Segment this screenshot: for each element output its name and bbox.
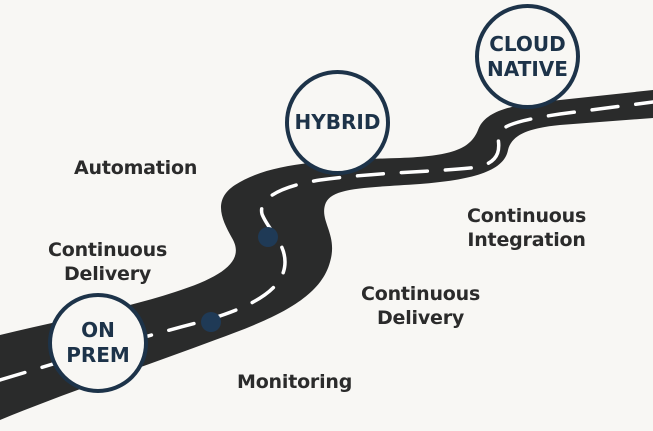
milestone-on-prem: ON PREM — [48, 293, 148, 393]
milestone-cloud-native: CLOUD NATIVE — [475, 4, 580, 109]
milestone-label: PREM — [66, 343, 130, 367]
milestone-hybrid: HYBRID — [285, 70, 390, 175]
label-continuous-delivery-right: Continuous Delivery — [361, 283, 481, 329]
milestone-label: HYBRID — [294, 110, 381, 134]
label-monitoring: Monitoring — [237, 371, 353, 393]
marker-dot — [201, 312, 221, 332]
label-continuous-delivery-left: Continuous Delivery — [48, 239, 168, 285]
road — [0, 90, 653, 420]
milestone-label: ON — [81, 318, 115, 342]
milestone-label: NATIVE — [487, 56, 568, 81]
marker-dot — [258, 227, 278, 247]
label-continuous-integration: Continuous Integration — [467, 205, 587, 251]
milestone-label: CLOUD — [489, 31, 566, 56]
road-lane-marking — [0, 100, 653, 382]
label-automation: Automation — [74, 157, 198, 179]
